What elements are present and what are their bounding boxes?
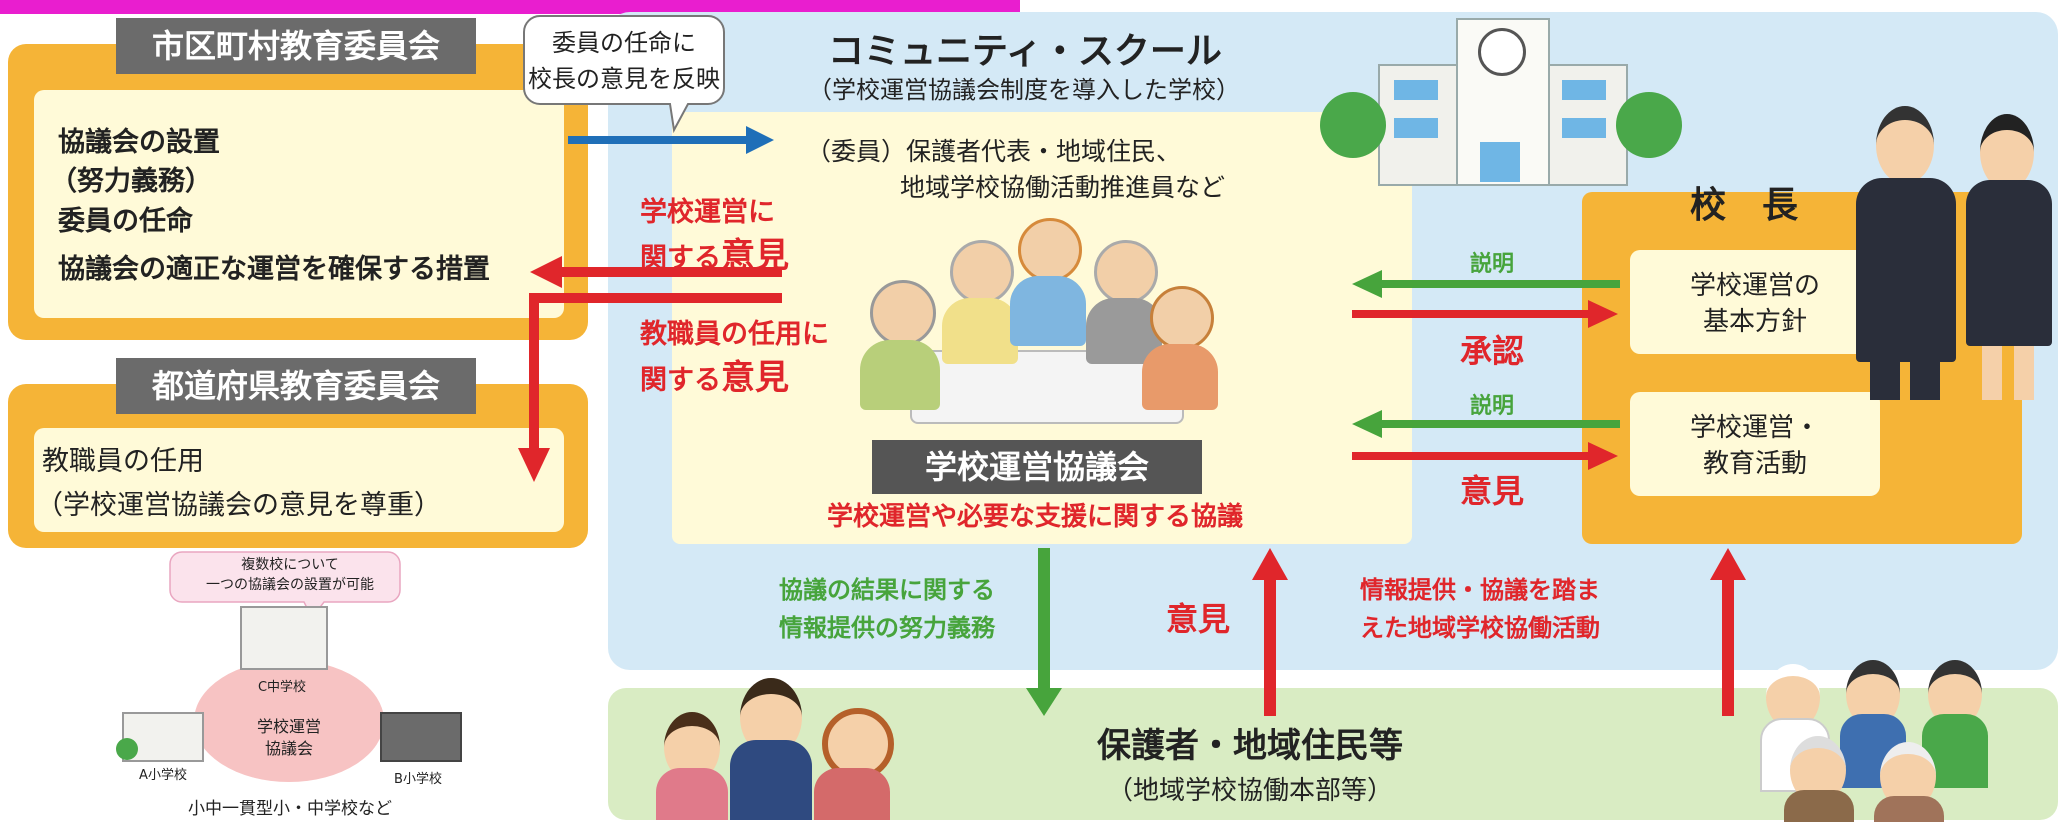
multi-council-line2: 協議会: [264, 739, 313, 758]
callout-line2: 校長の意見を反映: [528, 65, 720, 93]
principal-box-policy: 学校運営の 基本方針: [1630, 250, 1880, 354]
community-label: 保護者・地域住民等: [1097, 726, 1403, 766]
community-school-title: コミュニティ・スクール: [828, 31, 1222, 72]
approve-label: 承認: [1460, 332, 1525, 370]
members-line2: 地域学校協働活動推進員など: [900, 173, 1226, 202]
policy-line1: 学校運営の: [1689, 271, 1820, 301]
green-explain-arrow-1: [1352, 270, 1620, 298]
collab-label-line1: 情報提供・協議を踏ま: [1360, 576, 1600, 604]
bubble-line1: 複数校について: [241, 557, 339, 573]
info-label-line1: 協議の結果に関する: [779, 576, 995, 604]
board-item-measures: 協議会の適正な運営を確保する措置: [58, 254, 490, 285]
red-opinion-up-arrow: [1252, 548, 1288, 716]
school-building-icon: [1320, 14, 1682, 186]
green-info-down-arrow: [1026, 548, 1062, 716]
opinion-staff-word: 意見: [721, 358, 789, 398]
board-item-appointment: 委員の任命: [58, 206, 193, 237]
prefectural-item-respect: （学校運営協議会の意見を尊重）: [36, 490, 441, 521]
bubble-line2: 一つの協議会の設置が可能: [206, 577, 374, 593]
multi-council-line1: 学校運営: [256, 717, 321, 736]
principals-illustration: [1848, 106, 2058, 406]
policy-line2: 基本方針: [1702, 307, 1807, 337]
prefectural-board-box: [34, 428, 564, 532]
opinion-right-label: 意見: [1460, 472, 1525, 510]
residents-illustration: [1760, 640, 2060, 822]
municipal-board-title: 市区町村教育委員会: [116, 18, 476, 74]
opinion-school-ops-line1: 学校運営に: [640, 197, 775, 228]
opinion-staff-line2: 関する意見: [640, 350, 789, 399]
principal-box-activities: 学校運営・ 教育活動: [1630, 392, 1880, 496]
council-caption: 学校運営や必要な支援に関する協議: [826, 502, 1243, 532]
municipal-board-box: [34, 90, 564, 318]
board-item-effort-duty: （努力義務）: [50, 166, 212, 197]
opinion-staff-line1: 教職員の任用に: [640, 319, 829, 350]
a-school-icon: [122, 712, 204, 762]
council-meeting-illustration: [850, 210, 1230, 440]
parents-illustration: [650, 668, 900, 820]
opinion-staff-about: 関する: [640, 365, 721, 396]
board-item-council-setup: 協議会の設置: [58, 127, 220, 158]
activities-line2: 教育活動: [1702, 449, 1807, 479]
prefectural-board-title: 都道府県教育委員会: [116, 358, 476, 414]
council-label: 学校運営協議会: [872, 440, 1202, 494]
members-line1: （委員）保護者代表・地域住民、: [806, 137, 1182, 166]
callout-line1: 委員の任命に: [552, 29, 696, 57]
c-school-icon: [240, 606, 328, 670]
explain-label-2: 説明: [1470, 394, 1515, 419]
activities-line1: 学校運営・: [1689, 413, 1820, 443]
collab-label-line2: えた地域学校協働活動: [1360, 614, 1600, 642]
red-opinion-to-prefecture-arrow: [518, 293, 782, 482]
a-school-label: A小学校: [139, 768, 187, 783]
multi-school-circle: [194, 660, 384, 782]
opinion-up-label: 意見: [1166, 600, 1231, 638]
c-school-label: C中学校: [257, 680, 307, 695]
prefectural-item-hiring: 教職員の任用: [42, 446, 204, 477]
multi-school-caption: 小中一貫型小・中学校など: [188, 799, 392, 819]
green-explain-arrow-2: [1352, 410, 1620, 438]
red-collab-up-arrow: [1710, 548, 1746, 716]
explain-label-1: 説明: [1470, 252, 1515, 277]
info-label-line2: 情報提供の努力義務: [779, 614, 995, 642]
red-opinion-right-arrow: [1352, 442, 1618, 470]
b-school-icon: [380, 712, 462, 762]
highlight-bar: [0, 0, 1020, 14]
b-school-label: B小学校: [394, 772, 442, 787]
red-approve-arrow: [1352, 300, 1618, 328]
a-school-tree: [116, 738, 138, 760]
community-school-subtitle: （学校運営協議会制度を導入した学校）: [808, 76, 1240, 104]
red-opinion-to-board-arrow: [530, 256, 782, 288]
community-sublabel: （地域学校協働本部等）: [1106, 776, 1393, 806]
blue-appointment-arrow: [568, 126, 774, 154]
principal-title: 校 長: [1690, 185, 1799, 226]
